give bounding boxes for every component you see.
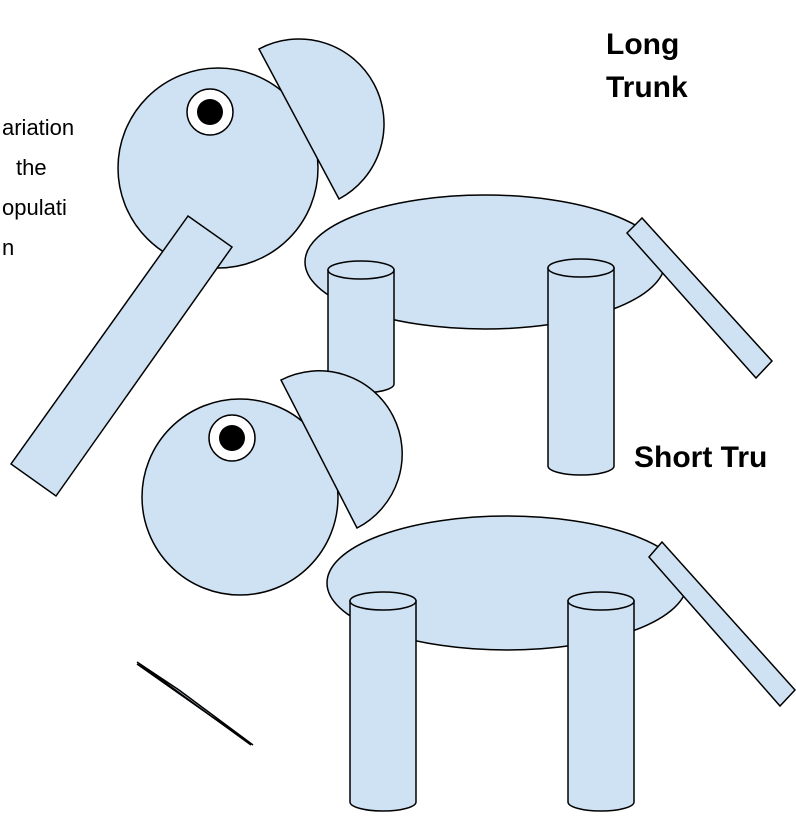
variation-label-line-2: the bbox=[16, 155, 47, 180]
short-trunk-label: Short Tru bbox=[634, 441, 767, 474]
elephant-short-trunk-eye bbox=[209, 415, 255, 461]
elephant-short-trunk-trunk-fill bbox=[137, 662, 253, 745]
elephant-long-trunk-eye bbox=[187, 89, 233, 135]
variation-label-line-3: opulati bbox=[2, 195, 67, 220]
elephant-short-trunk-leg-front bbox=[350, 592, 416, 811]
elephant-long-trunk-tail bbox=[627, 218, 772, 378]
variation-label-line-1: ariation bbox=[2, 115, 74, 140]
long-trunk-label: Long Trunk bbox=[606, 28, 688, 104]
elephant-short-trunk-leg-back bbox=[568, 592, 634, 811]
variation-label-line-4: n bbox=[2, 235, 14, 260]
elephant-long-trunk-leg-back bbox=[548, 259, 614, 475]
long-trunk-label-line-2: Trunk bbox=[606, 71, 688, 104]
elephant-short-trunk-tail bbox=[649, 542, 795, 706]
elephant-short-trunk bbox=[137, 371, 795, 811]
variation-label: ariation the opulati n bbox=[2, 115, 74, 260]
long-trunk-label-line-1: Long bbox=[606, 28, 679, 61]
